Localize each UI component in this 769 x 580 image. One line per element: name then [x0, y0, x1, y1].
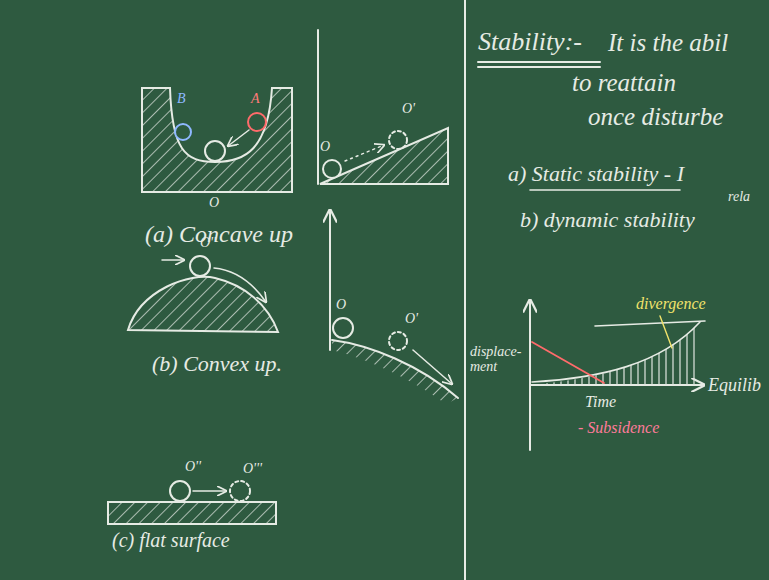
- board-divider: [464, 0, 466, 580]
- curve-label: divergence: [636, 296, 706, 313]
- point-label: O'': [185, 460, 201, 475]
- definition-text: a) Static stability - I: [508, 162, 684, 185]
- definition-text: once disturbe: [588, 104, 723, 130]
- definition-text: rela: [728, 190, 750, 205]
- definition-text: b) dynamic stability: [520, 208, 695, 231]
- response-graph: [530, 300, 705, 450]
- definition-text: to reattain: [572, 70, 676, 96]
- figure-caption: (c) flat surface: [112, 530, 230, 551]
- point-label: A: [251, 92, 260, 107]
- inclined-ramp: [318, 30, 448, 184]
- point-label: O': [402, 102, 415, 117]
- flat-surface: [108, 481, 276, 524]
- axis-label: displace- ment: [470, 345, 526, 374]
- curve-label: - Subsidence: [578, 420, 659, 437]
- definition-text: It is the abil: [608, 30, 728, 56]
- title-underline: [478, 66, 600, 68]
- term-underline: [530, 189, 680, 191]
- point-label: O': [405, 312, 418, 327]
- figure-caption: (a) Concave up: [145, 222, 293, 247]
- axis-label: Equilib: [708, 376, 761, 395]
- point-label: O''': [243, 462, 262, 477]
- point-label: O'': [200, 236, 216, 251]
- point-label: O: [336, 298, 346, 313]
- point-label: B: [177, 92, 186, 107]
- falling-slope: [330, 210, 458, 404]
- title-underline: [478, 61, 600, 63]
- heading: Stability:-: [478, 28, 582, 55]
- axis-label: Time: [585, 394, 616, 411]
- concave-bowl: [142, 88, 292, 192]
- figure-caption: (b) Convex up.: [152, 352, 282, 375]
- point-label: O: [209, 196, 219, 211]
- convex-dome: [128, 256, 278, 332]
- point-label: O: [320, 140, 330, 155]
